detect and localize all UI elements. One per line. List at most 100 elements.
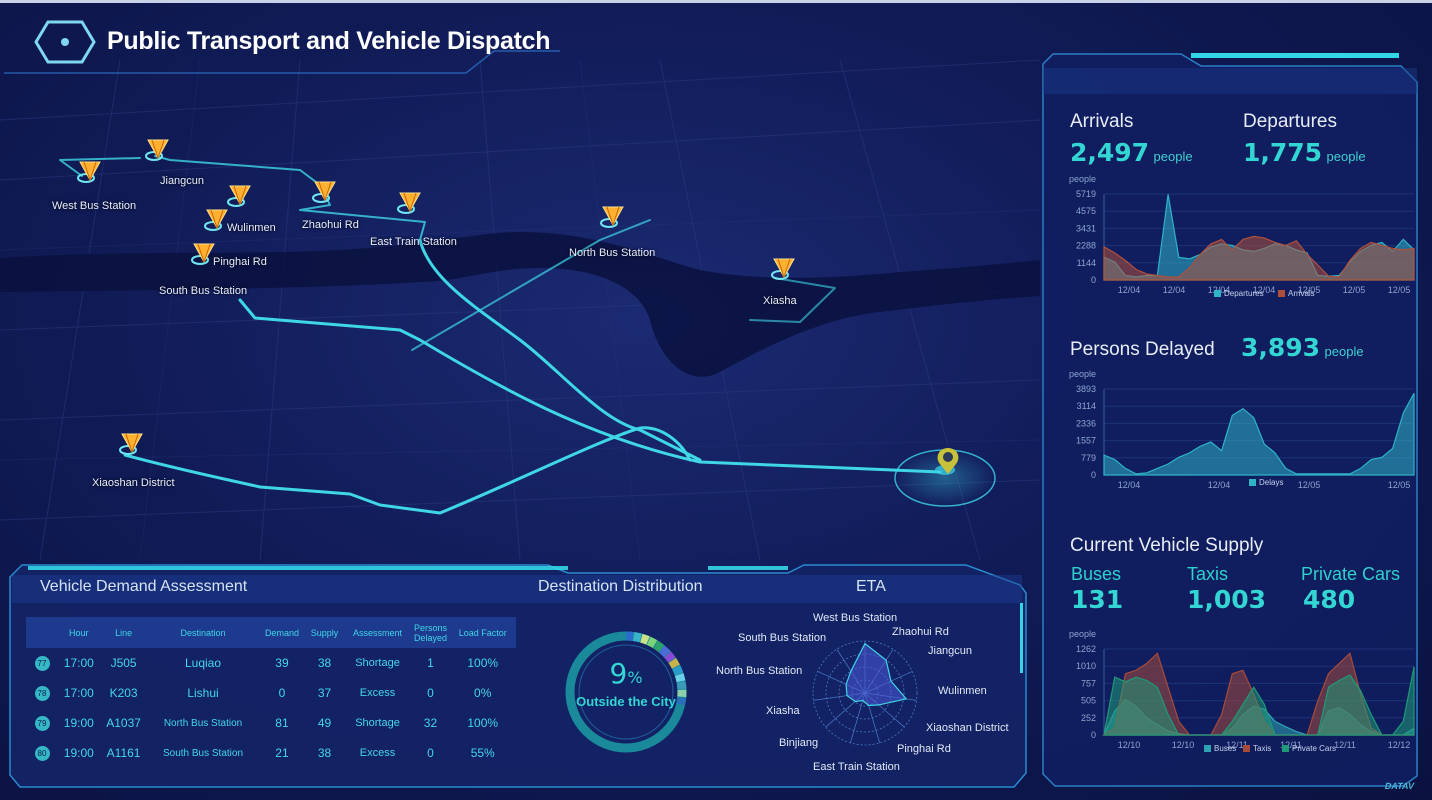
y-tick-label: 0 [1091, 730, 1096, 740]
legend-label: Delays [1259, 478, 1283, 487]
taxis-value: 1,003 [1187, 585, 1267, 614]
radar-grid-ring [825, 653, 905, 733]
donut-segment [646, 636, 658, 648]
table-cell-delayed: 0 [427, 746, 434, 760]
legend-swatch [1214, 290, 1221, 297]
legend-swatch [1204, 745, 1211, 752]
station-pin-icon[interactable] [771, 258, 795, 280]
radar-axis-label: Wulinmen [938, 685, 987, 697]
x-tick-label: 12/05 [1388, 480, 1411, 490]
series-area-arrivals [1103, 235, 1415, 281]
table-cell-supply: 38 [317, 656, 332, 670]
radar-axis-label: North Bus Station [716, 665, 803, 677]
table-cell-assess: Shortage [355, 657, 400, 669]
station-label[interactable]: Xiaoshan District [92, 477, 175, 489]
table-cell-hour: 19:00 [63, 716, 94, 730]
table-cell-line: J505 [110, 656, 137, 670]
station-label[interactable]: Jiangcun [160, 175, 205, 187]
y-tick-label: 3893 [1076, 384, 1096, 394]
column-header: Assessment [343, 617, 412, 648]
station-pin-icon[interactable] [191, 243, 215, 265]
station-pin-icon[interactable] [397, 192, 421, 214]
x-tick-label: 12/10 [1172, 740, 1195, 750]
header-frame [4, 50, 560, 74]
brand-watermark: DATAV [1383, 781, 1416, 791]
table-cell-dest: South Bus Station [162, 747, 244, 759]
station-label[interactable]: South Bus Station [159, 285, 248, 297]
station-pin-icon[interactable] [77, 161, 101, 183]
table-cell-supply: 37 [317, 686, 332, 700]
top-border [0, 0, 1432, 3]
table-cell-dest: North Bus Station [163, 717, 243, 729]
station-pin-icon[interactable] [119, 433, 143, 455]
table-cell-demand: 0 [278, 686, 286, 700]
donut-segment [674, 673, 686, 683]
table-cell-hour: 17:00 [63, 656, 94, 670]
row-number-cell: 77 [26, 648, 58, 678]
station-label[interactable]: Xiasha [763, 295, 797, 307]
departures-readout: 1,775 people [1243, 138, 1366, 167]
destination-percent-value: 9 [609, 657, 628, 690]
station-label[interactable]: West Bus Station [52, 200, 137, 212]
table-cell-delayed: 0 [427, 686, 434, 700]
station-label[interactable]: Zhaohui Rd [302, 219, 359, 231]
y-tick-label: 1557 [1076, 436, 1096, 446]
radar-axis-label: West Bus Station [813, 612, 898, 624]
row-number-header [26, 617, 58, 648]
radar-spoke [850, 692, 866, 743]
hexagon-logo-icon [34, 20, 96, 64]
table-header-row: Hour Line Destination Demand Supply Asse… [26, 617, 516, 648]
table-cell-load: 0% [474, 686, 492, 700]
station-pin-icon[interactable] [204, 209, 228, 231]
table-cell-supply: 38 [317, 746, 332, 760]
station-label[interactable]: North Bus Station [569, 247, 656, 259]
station-label[interactable]: Wulinmen [227, 222, 276, 234]
station-pin-icon[interactable] [227, 185, 251, 207]
arrivals-label: Arrivals [1070, 111, 1134, 132]
donut-segment [676, 697, 687, 706]
station-label[interactable]: East Train Station [370, 236, 457, 248]
x-tick-label: 12/04 [1253, 285, 1276, 295]
cars-label: Private Cars [1301, 564, 1401, 584]
station-pin-icon[interactable] [145, 139, 169, 161]
destination-caption: Outside the City [576, 694, 676, 709]
x-tick-label: 12/04 [1208, 480, 1231, 490]
legend-swatch [1243, 745, 1250, 752]
legend-label: Taxis [1253, 744, 1271, 753]
station-pin-icon[interactable] [312, 181, 336, 203]
stats-panel-frame [1042, 53, 1418, 787]
y-tick-label: 1144 [1077, 258, 1096, 268]
donut-segment [633, 632, 642, 643]
stats-panel: Arrivals Departures 2,497 people 1,775 p… [1041, 52, 1419, 788]
column-header: Demand [258, 617, 306, 648]
y-tick-label: 505 [1081, 696, 1096, 706]
destination-title: Destination Distribution [538, 578, 703, 595]
radar-axis-label: Xiaoshan District [926, 722, 1009, 734]
table-cell-line: A1161 [106, 746, 141, 760]
destination-donut-chart [565, 631, 687, 753]
donut-segment [664, 651, 676, 663]
x-tick-label: 12/05 [1343, 285, 1366, 295]
page-title: Public Transport and Vehicle Dispatch [107, 27, 551, 55]
x-tick-label: 12/11 [1226, 740, 1248, 750]
legend-swatch [1278, 290, 1285, 297]
row-number-badge: 77 [34, 656, 50, 671]
donut-segment [672, 665, 684, 676]
station-pin-icon[interactable] [600, 206, 624, 228]
demand-title: Vehicle Demand Assessment [40, 578, 248, 595]
table-cell-demand: 39 [275, 656, 289, 670]
airport-marker[interactable] [894, 448, 996, 507]
legend-label: Private Cars [1292, 744, 1336, 753]
x-tick-label: 12/04 [1118, 285, 1141, 295]
column-header: Hour [58, 617, 100, 648]
station-label[interactable]: Pinghai Rd [213, 256, 267, 268]
